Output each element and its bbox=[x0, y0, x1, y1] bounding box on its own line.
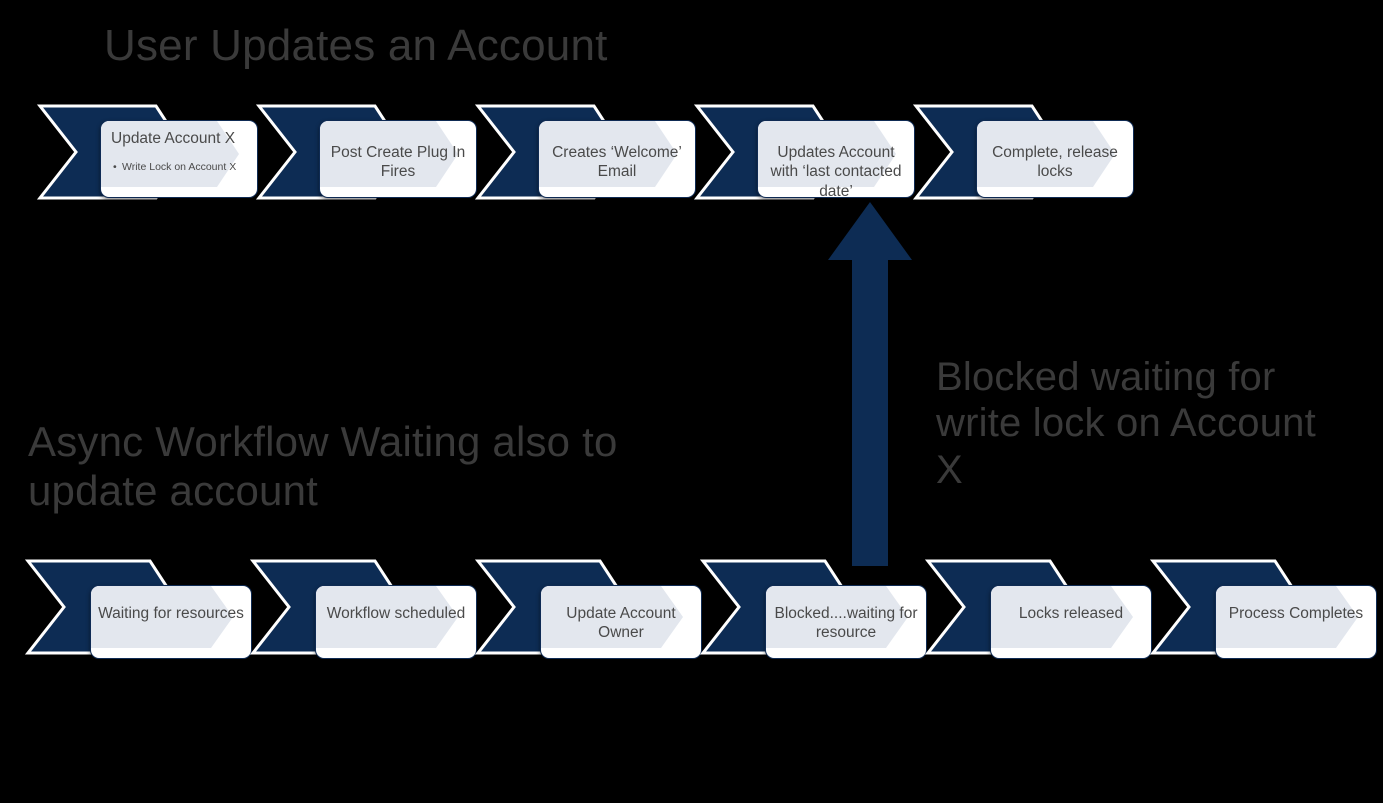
process-step[interactable]: Creates ‘Welcome’ Email bbox=[474, 104, 696, 200]
blocked-waiting-arrow-icon bbox=[828, 202, 912, 566]
process-step[interactable]: Waiting for resources bbox=[24, 559, 252, 659]
page-title: User Updates an Account bbox=[104, 21, 608, 70]
async-workflow-heading: Async Workflow Waiting also to update ac… bbox=[28, 418, 618, 514]
process-step-bullet-label: Write Lock on Account X bbox=[122, 161, 237, 173]
bullet-dot-icon: • bbox=[113, 161, 117, 173]
process-step[interactable]: Update Account X • Write Lock on Account X bbox=[36, 104, 258, 200]
process-step[interactable]: Process Completes bbox=[1149, 559, 1377, 659]
process-step[interactable]: Update Account Owner bbox=[474, 559, 702, 659]
process-step-card[interactable]: Update Account X • Write Lock on Account X bbox=[100, 120, 258, 198]
process-step[interactable]: Updates Account with ‘last contacted dat… bbox=[693, 104, 915, 200]
process-step-card[interactable]: Waiting for resources bbox=[90, 585, 252, 659]
process-step-card[interactable]: Blocked....waiting for resource bbox=[765, 585, 927, 659]
process-step-card[interactable]: Process Completes bbox=[1215, 585, 1377, 659]
process-step-card[interactable]: Update Account Owner bbox=[540, 585, 702, 659]
process-step[interactable]: Workflow scheduled bbox=[249, 559, 477, 659]
process-step-bullet: • Write Lock on Account X bbox=[101, 161, 257, 174]
process-step-label: Complete, release locks bbox=[992, 144, 1118, 181]
process-step-label: Locks released bbox=[1018, 605, 1124, 622]
process-step[interactable]: Complete, release locks bbox=[912, 104, 1134, 200]
process-step-label: Process Completes bbox=[1228, 605, 1364, 622]
process-step-card[interactable]: Post Create Plug In Fires bbox=[319, 120, 477, 198]
process-step-card[interactable]: Locks released bbox=[990, 585, 1152, 659]
process-step-card[interactable]: Workflow scheduled bbox=[315, 585, 477, 659]
process-step-label: Creates ‘Welcome’ Email bbox=[552, 144, 682, 181]
process-step-card[interactable]: Complete, release locks bbox=[976, 120, 1134, 198]
process-step-label: Updates Account with ‘last contacted dat… bbox=[770, 144, 902, 198]
process-step-label: Update Account X bbox=[111, 130, 236, 147]
process-step-label: Waiting for resources bbox=[98, 605, 244, 622]
process-step-label: Post Create Plug In Fires bbox=[330, 144, 466, 181]
process-step-card[interactable]: Updates Account with ‘last contacted dat… bbox=[757, 120, 915, 198]
process-step[interactable]: Post Create Plug In Fires bbox=[255, 104, 477, 200]
process-step[interactable]: Locks released bbox=[924, 559, 1152, 659]
process-step-label: Update Account Owner bbox=[566, 605, 676, 642]
process-step[interactable]: Blocked....waiting for resource bbox=[699, 559, 927, 659]
process-step-card[interactable]: Creates ‘Welcome’ Email bbox=[538, 120, 696, 198]
process-step-label: Workflow scheduled bbox=[326, 605, 466, 622]
process-step-label: Blocked....waiting for resource bbox=[774, 605, 918, 642]
blocked-waiting-annotation: Blocked waiting for write lock on Accoun… bbox=[936, 355, 1316, 492]
